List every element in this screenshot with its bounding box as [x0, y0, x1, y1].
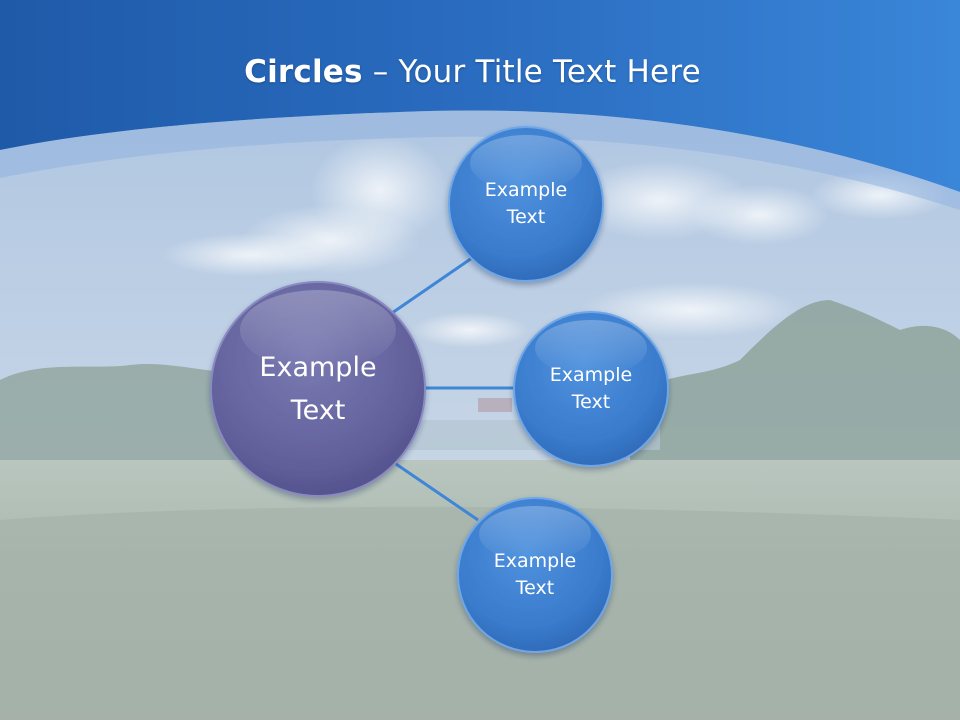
center-circle[interactable] [210, 281, 426, 497]
connector-bottom [395, 462, 479, 522]
center-circle-label: Example Text [212, 283, 424, 495]
title-bold-part: Circles [244, 54, 363, 90]
node-middle-label-line-2: Text [571, 391, 611, 413]
header-arc [0, 110, 960, 210]
node-top-label-line-1: Example [484, 179, 568, 202]
node-top-label-line-2: Text [506, 206, 546, 228]
node-bottom-label: Example Text [458, 498, 612, 652]
node-bottom-label-line-1: Example [493, 550, 577, 573]
node-middle-label-line-1: Example [549, 364, 633, 387]
node-top-label: Example Text [449, 127, 603, 281]
trees-right [630, 300, 960, 470]
node-bottom-label-line-2: Text [515, 577, 555, 599]
node-circle-top[interactable] [448, 126, 604, 282]
clouds [160, 135, 950, 348]
node-middle-label: Example Text [514, 312, 668, 466]
header-band [0, 0, 960, 192]
node-circle-bottom[interactable] [457, 497, 613, 653]
flag [478, 398, 512, 412]
center-label-line-1: Example [259, 351, 377, 383]
connector-top [391, 256, 473, 315]
slide-title: Circles – Your Title Text Here [0, 54, 945, 90]
title-rest-part: – Your Title Text Here [362, 54, 701, 90]
node-circle-middle[interactable] [513, 311, 669, 467]
center-label-line-2: Text [290, 395, 346, 426]
